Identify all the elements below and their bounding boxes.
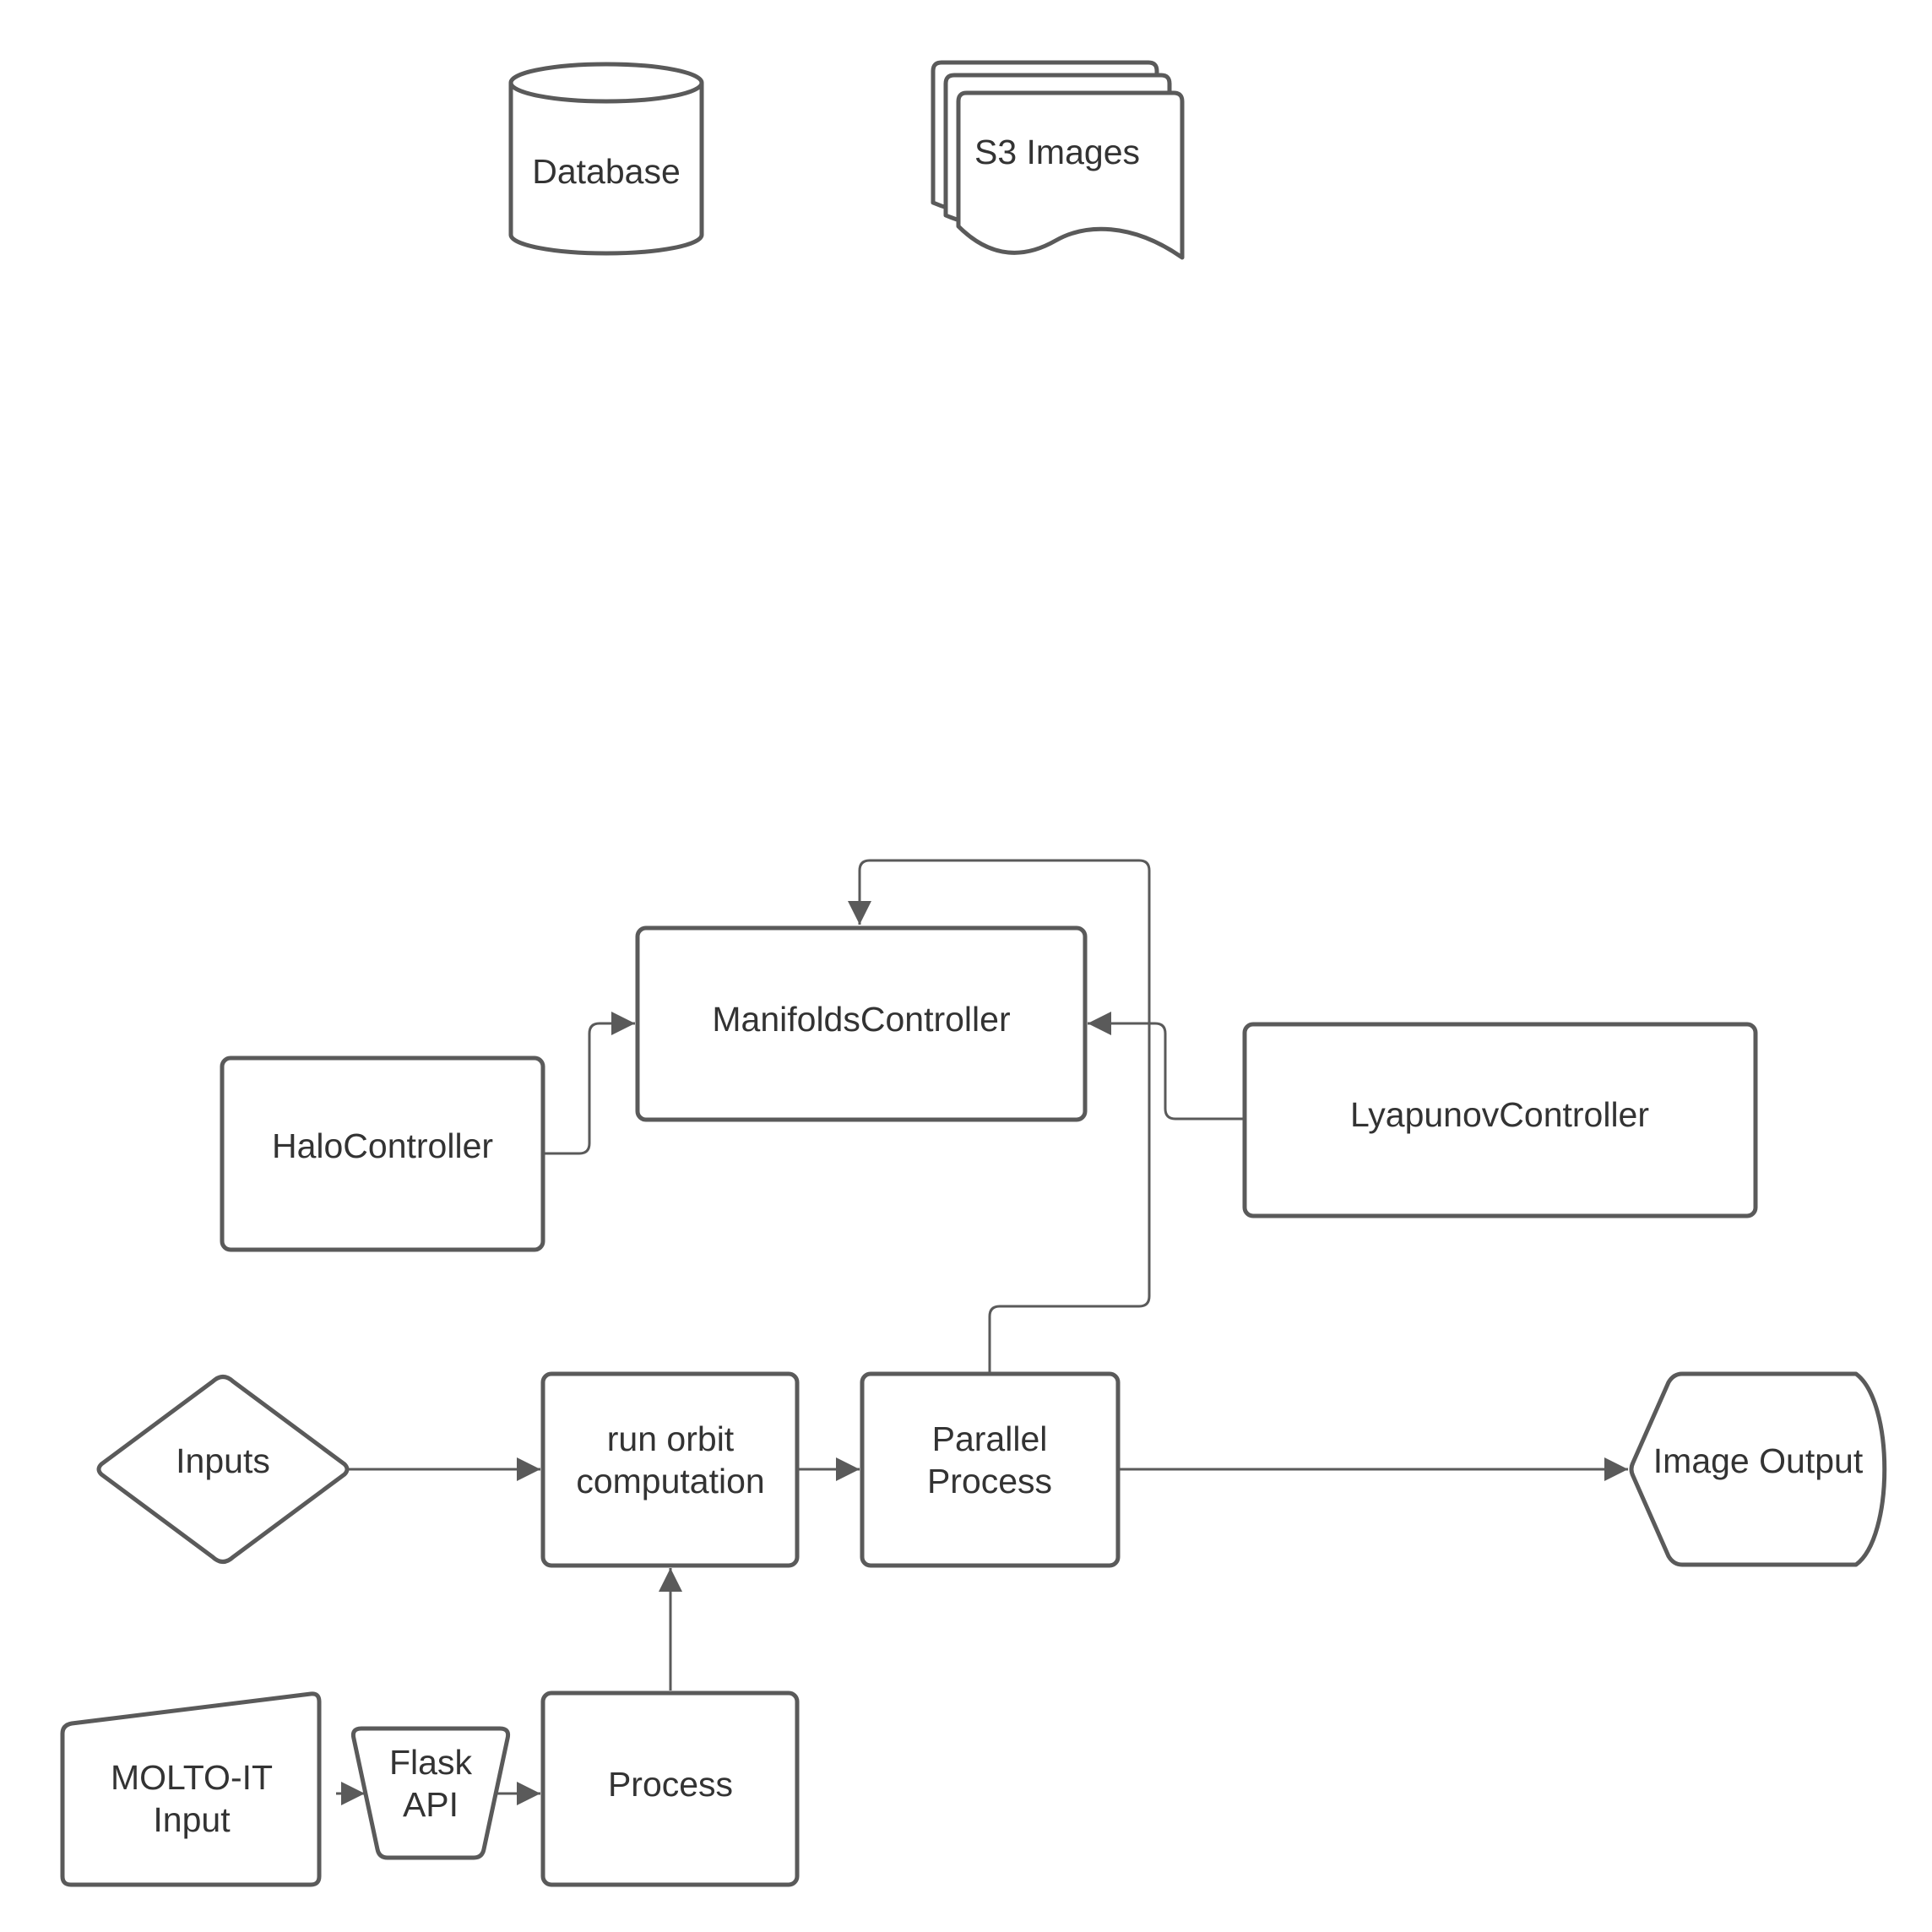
manifolds-controller-label: ManifoldsController xyxy=(712,1000,1010,1039)
edge-parallel-to-manifolds xyxy=(848,859,1151,1372)
halo-controller-node[interactable]: HaloController xyxy=(220,1056,545,1252)
molto-it-input-node[interactable]: MOLTO-IT Input xyxy=(60,1691,322,1887)
rectangle-shape xyxy=(540,1371,800,1568)
parallel-process-label: Parallel xyxy=(932,1419,1048,1458)
image-output-label: Image Output xyxy=(1653,1441,1864,1480)
flask-api-label: Flask xyxy=(389,1743,472,1782)
edge-halo-to-manifolds xyxy=(541,1012,635,1155)
process-label: Process xyxy=(608,1765,733,1804)
flask-api-node[interactable]: Flask API xyxy=(350,1726,511,1860)
parallel-process-node[interactable]: Parallel Process xyxy=(860,1371,1121,1568)
parallel-process-label-line2: Process xyxy=(927,1462,1052,1501)
rectangle-shape xyxy=(540,1690,800,1887)
lyapunov-controller-node[interactable]: LyapunovController xyxy=(1242,1022,1758,1218)
process-node[interactable]: Process xyxy=(540,1690,800,1887)
database-node[interactable]: Database xyxy=(508,62,704,256)
inputs-label: Inputs xyxy=(176,1441,270,1480)
cylinder-top xyxy=(508,62,704,104)
trapezoid-shape xyxy=(350,1726,511,1860)
edge-lyapunov-to-manifolds xyxy=(1088,1012,1243,1121)
run-orbit-computation-label-line2: computation xyxy=(576,1462,764,1501)
image-output-node[interactable]: Image Output xyxy=(1629,1371,1887,1567)
cylinder-shape xyxy=(508,83,704,256)
display-shape xyxy=(1629,1371,1887,1567)
lyapunov-controller-label: LyapunovController xyxy=(1350,1095,1649,1134)
document-sheet-front xyxy=(956,90,1185,260)
rectangle-shape xyxy=(220,1056,545,1252)
rectangle-shape xyxy=(635,925,1088,1122)
edges xyxy=(336,859,1628,1805)
diamond-shape xyxy=(96,1375,350,1564)
rectangle-shape xyxy=(860,1371,1121,1568)
manual-input-shape xyxy=(60,1691,322,1887)
flask-api-label-line2: API xyxy=(403,1785,459,1824)
s3-images-node[interactable]: S3 Images xyxy=(931,60,1185,260)
rectangle-shape xyxy=(1242,1022,1758,1218)
molto-it-input-label-line2: Input xyxy=(153,1800,231,1839)
inputs-node[interactable]: Inputs xyxy=(96,1375,350,1564)
run-orbit-computation-label: run orbit xyxy=(607,1419,735,1458)
database-label: Database xyxy=(532,152,681,191)
s3-images-label: S3 Images xyxy=(974,133,1140,171)
halo-controller-label: HaloController xyxy=(272,1126,493,1165)
manifolds-controller-node[interactable]: ManifoldsController xyxy=(635,925,1088,1122)
run-orbit-computation-node[interactable]: run orbit computation xyxy=(540,1371,800,1568)
molto-it-input-label: MOLTO-IT xyxy=(111,1758,273,1797)
